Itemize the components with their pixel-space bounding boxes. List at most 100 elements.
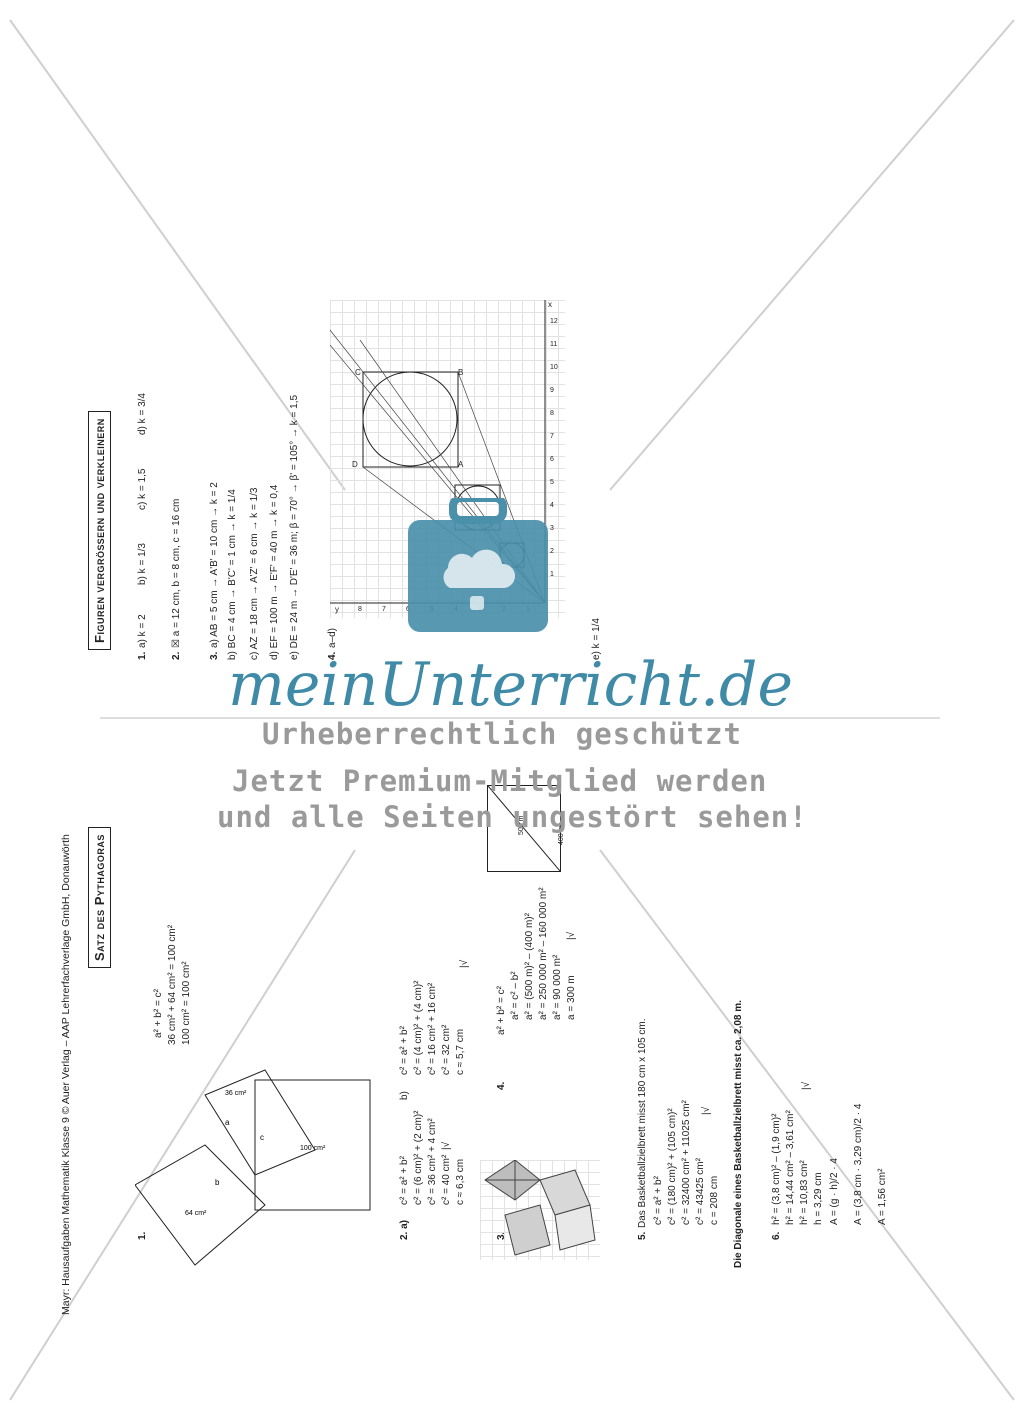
task-5-root: |√	[701, 1106, 712, 1115]
x-tick: 3	[550, 525, 554, 532]
task-6-line-2: h² = 14,44 cm² – 3,61 cm²	[785, 1110, 796, 1225]
task-1-line-2: 36 cm² + 64 cm² = 100 cm²	[167, 924, 178, 1045]
right-task-3-a: a) AB = 5 cm → A'B' = 10 cm → k = 2	[209, 482, 220, 648]
right-task-3-b: b) BC = 4 cm → B'C' = 1 cm → k = 1/4	[227, 489, 238, 660]
x-tick: 11	[550, 341, 558, 348]
right-task-2-text: ☒ a = 12 cm, b = 8 cm, c = 16 cm	[171, 498, 182, 648]
right-task-1-b: b) k = 1/3	[137, 543, 148, 585]
point-B: B	[458, 368, 464, 377]
x-tick-labels: 12 11 10 9 8 7 6 5 4 3 2 1	[550, 318, 562, 588]
y-tick: 8	[358, 606, 362, 613]
task-6-line-1: h² = (3,8 cm)² – (1,9 cm)²	[771, 1113, 782, 1225]
task-4-line-4: a² = 250 000 m² – 160 000 m²	[538, 887, 549, 1020]
task-2b-line-5: c ≈ 5,7 cm	[455, 1028, 466, 1075]
task-2b-line-3: c² = 16 cm² + 16 cm²	[427, 982, 438, 1075]
task-4-root: |√	[566, 931, 577, 940]
right-task-3-label: 3.	[209, 651, 220, 660]
y-tick: 6	[406, 606, 410, 613]
watermark-brand: meinUnterricht.de	[228, 650, 793, 720]
pythagoras-figure: a b c 36 cm² 64 cm² 100 cm²	[134, 1055, 375, 1275]
briefcase-svg	[408, 494, 548, 632]
task-5-line-4: c² = 43425 cm²	[695, 1158, 706, 1225]
task-2a-line-5: c ≈ 6,3 cm	[455, 1158, 466, 1205]
x-tick: 8	[550, 410, 554, 417]
x-tick: 1	[550, 571, 554, 578]
area-b: 64 cm²	[185, 1210, 207, 1217]
x-tick: 4	[550, 502, 554, 509]
task-2b-root: |√	[459, 959, 470, 968]
x-tick: 5	[550, 479, 554, 486]
right-task-2-label: 2.	[171, 651, 182, 660]
x-tick: 6	[550, 456, 554, 463]
section-title-figuren: Figuren vergrößern und verkleinern	[88, 411, 111, 650]
area-c: 100 cm²	[300, 1145, 326, 1152]
task-5-line-5: c = 208 cm	[709, 1175, 720, 1225]
task-4-diagonal	[487, 785, 561, 872]
right-task-1-d: d) k = 3/4	[137, 393, 148, 435]
task-5-line-3: c² = 32400 cm² + 11025 cm²	[681, 1100, 692, 1225]
label-a: a	[225, 1118, 230, 1127]
task-4-line-2: a² = c² – b²	[510, 971, 521, 1020]
task-5-conclusion: Die Diagonale eines Basketballzielbrett …	[733, 1000, 744, 1268]
page-credit: Mayr: Hausaufgaben Mathematik Klasse 9 ©…	[60, 834, 72, 1315]
right-task-3-e: e) DE = 24 m → D'E' = 36 m; β = 70° → β'…	[289, 394, 300, 660]
right-task-4-text: a–d)	[327, 627, 338, 648]
task-6-line-7: A = 1,56 cm²	[877, 1168, 888, 1225]
task-6-line-4: h = 3,29 cm	[813, 1172, 824, 1225]
label-c: c	[260, 1133, 264, 1142]
task-5-label: 5.	[637, 1231, 648, 1240]
task-4-line-3: a² = (500 m)² – (400 m)²	[524, 913, 535, 1020]
briefcase-logo-icon	[408, 494, 548, 638]
watermark-line-1: Urheberrechtlich geschützt	[262, 717, 742, 751]
axis-x-label: x	[548, 300, 552, 309]
task-2a-line-4: c² = 40 cm²	[441, 1154, 452, 1205]
right-task-1-label: 1.	[137, 651, 148, 660]
task-5-intro: Das Basketballzielbrett misst 180 cm x 1…	[637, 1018, 648, 1228]
area-a: 36 cm²	[225, 1090, 247, 1097]
right-task-3-d: d) EF = 100 m → E'F' = 40 m → k = 0,4	[269, 484, 280, 660]
x-tick: 9	[550, 387, 554, 394]
y-tick: 7	[382, 606, 386, 613]
task-2b-line-1: c² = a² + b²	[399, 1026, 410, 1075]
x-tick: 2	[550, 548, 554, 555]
task-6-root: |√	[801, 1081, 812, 1090]
task-4-line-5: a² = 90 000 m²	[552, 954, 563, 1020]
x-tick: 12	[550, 318, 558, 325]
task-4-line-6: a = 300 m	[566, 975, 577, 1020]
task-2a-line-1: c² = a² + b²	[399, 1156, 410, 1205]
task-5-line-1: c² = a² + b²	[653, 1176, 664, 1225]
task-1-line-3: 100 cm² = 100 cm²	[181, 961, 192, 1045]
task-6-line-5: A = (g · h)/2 · 4	[829, 1158, 840, 1225]
task-2b-line-2: c² = (4 cm)² + (4 cm)²	[413, 980, 424, 1075]
right-task-1-a: a) k = 2	[137, 614, 148, 648]
label-b: b	[215, 1178, 220, 1187]
task-3-puzzle-figure	[480, 1159, 600, 1260]
task-2a-label: 2. a)	[399, 1219, 410, 1240]
task-4-label: 4.	[496, 1081, 507, 1090]
task-2a-root: |√	[441, 1141, 452, 1150]
axis-y-label: y	[335, 605, 339, 614]
task-2b-line-4: c² = 32 cm²	[441, 1024, 452, 1075]
task-6-label: 6.	[771, 1231, 782, 1240]
task-4-square-figure	[487, 785, 561, 872]
point-D: D	[352, 460, 358, 469]
task-1-line-1: a² + b² = c²	[153, 989, 164, 1038]
watermark-line-3: und alle Seiten ungestört sehen!	[217, 800, 808, 834]
pythagoras-squares: a b c 36 cm² 64 cm² 100 cm²	[134, 1069, 371, 1266]
task-2a-line-3: c² = 36 cm² + 4 cm²	[427, 1118, 438, 1205]
x-tick: 10	[550, 364, 558, 371]
section-title-pythagoras: Satz des Pythagoras	[88, 827, 111, 968]
task-6-line-3: h² = 10,83 cm²	[799, 1160, 810, 1225]
right-task-3-c: c) AZ = 18 cm → A'Z' = 6 cm → k = 1/3	[249, 487, 260, 661]
point-A: A	[458, 460, 464, 469]
x-tick: 7	[550, 433, 554, 440]
task-6-line-6: A = (3,8 cm · 3,29 cm)/2 · 4	[853, 1103, 864, 1225]
task-5-line-2: c² = (180 cm)² + (105 cm)²	[667, 1108, 678, 1225]
watermark-line-2: Jetzt Premium-Mitglied werden	[232, 764, 768, 798]
task-4-line-1: a² + b² = c²	[496, 986, 507, 1035]
task-2a-line-2: c² = (6 cm)² + (2 cm)²	[413, 1110, 424, 1205]
task-2b-label: b)	[399, 1091, 410, 1100]
puzzle-svg	[484, 1159, 596, 1256]
right-task-1-c: c) k = 1,5	[137, 468, 148, 510]
